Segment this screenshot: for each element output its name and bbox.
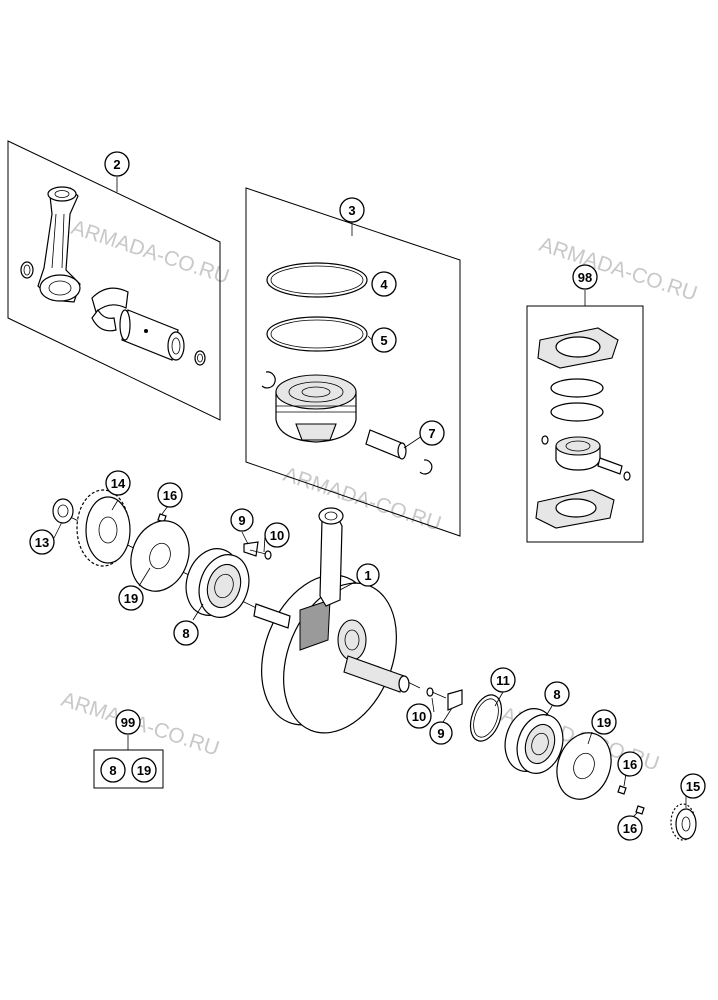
callout-98[interactable]: 98 — [572, 264, 598, 290]
svg-text:11: 11 — [496, 673, 510, 688]
callout-4[interactable]: 4 — [371, 271, 397, 297]
piston-drawing — [555, 436, 601, 471]
callout-16[interactable]: 16 — [617, 751, 643, 777]
plate-drawing — [447, 689, 463, 711]
svg-text:14: 14 — [111, 476, 126, 491]
kit-99-box — [93, 749, 164, 789]
callout-3[interactable]: 3 — [339, 197, 365, 223]
shim-drawing — [130, 520, 190, 592]
callout-19[interactable]: 19 — [131, 757, 157, 783]
piston-pin-drawing — [365, 429, 407, 460]
screw-drawing — [249, 549, 272, 560]
callout-13[interactable]: 13 — [29, 529, 55, 555]
watermark-text: ARMADA-CO.RU — [68, 216, 232, 289]
piston-ring-drawing — [266, 316, 368, 352]
circlip-drawing — [261, 371, 276, 389]
svg-text:3: 3 — [348, 203, 355, 218]
svg-text:5: 5 — [380, 333, 387, 348]
base-gasket-drawing — [535, 489, 615, 529]
piston-ring-drawing — [550, 378, 604, 398]
svg-text:2: 2 — [113, 157, 120, 172]
conrod-kit-panel — [7, 140, 221, 421]
right-side-parts — [426, 687, 697, 841]
svg-text:10: 10 — [270, 528, 284, 543]
watermark-text: ARMADA-CO.RU — [536, 233, 700, 306]
callout-99[interactable]: 99 — [115, 709, 141, 735]
callout-1[interactable]: 1 — [356, 563, 380, 587]
gear-drawing — [76, 489, 131, 567]
piston-ring-drawing — [550, 402, 604, 422]
callout-16[interactable]: 16 — [157, 482, 183, 508]
circlip-drawing — [623, 471, 631, 481]
bearing-shell-drawing — [91, 287, 129, 314]
crankshaft-drawing — [59, 507, 421, 734]
head-gasket-drawing — [537, 327, 619, 369]
callout-9[interactable]: 9 — [230, 508, 254, 532]
svg-text:19: 19 — [597, 715, 611, 730]
piston-kit-panel — [245, 187, 461, 537]
bearing-drawing — [504, 708, 564, 774]
svg-text:98: 98 — [578, 270, 592, 285]
circlip-drawing — [20, 261, 34, 279]
callout-19[interactable]: 19 — [118, 585, 144, 611]
svg-text:16: 16 — [623, 757, 637, 772]
circlip-drawing — [194, 350, 206, 366]
svg-text:13: 13 — [35, 535, 49, 550]
svg-text:9: 9 — [238, 513, 245, 528]
svg-text:9: 9 — [437, 726, 444, 741]
callout-8[interactable]: 8 — [100, 757, 126, 783]
svg-text:8: 8 — [109, 763, 116, 778]
svg-text:16: 16 — [163, 488, 177, 503]
svg-text:8: 8 — [182, 626, 189, 641]
left-side-parts — [52, 489, 272, 618]
callout-10[interactable]: 10 — [406, 703, 432, 729]
callout-11[interactable]: 11 — [490, 667, 516, 693]
callout-19[interactable]: 19 — [591, 709, 617, 735]
callout-7[interactable]: 7 — [419, 420, 445, 446]
piston-pin-drawing — [119, 309, 185, 361]
svg-text:16: 16 — [623, 821, 637, 836]
screw-drawing — [426, 687, 447, 699]
svg-text:19: 19 — [124, 591, 138, 606]
gear-drawing — [670, 803, 697, 841]
svg-text:10: 10 — [412, 709, 426, 724]
svg-text:15: 15 — [686, 779, 700, 794]
callout-2[interactable]: 2 — [104, 151, 130, 177]
piston-pin-drawing — [597, 457, 623, 475]
cylinder-kit-panel — [526, 290, 644, 543]
callouts: 1 2 3 4 5 7 98 14 16 13 9 10 19 8 11 8 1… — [29, 151, 706, 841]
svg-text:8: 8 — [553, 687, 560, 702]
callout-8[interactable]: 8 — [544, 681, 570, 707]
callout-9[interactable]: 9 — [429, 721, 453, 745]
svg-text:99: 99 — [121, 715, 135, 730]
circlip-drawing — [541, 435, 549, 445]
plate-drawing — [243, 541, 259, 557]
svg-text:4: 4 — [380, 277, 388, 292]
svg-text:19: 19 — [137, 763, 151, 778]
conrod-drawing — [37, 186, 81, 303]
svg-text:1: 1 — [364, 568, 371, 583]
callout-14[interactable]: 14 — [105, 470, 131, 496]
bearing-drawing — [185, 548, 250, 618]
callout-16[interactable]: 16 — [617, 815, 643, 841]
callout-5[interactable]: 5 — [371, 327, 397, 353]
nut-drawing — [52, 498, 74, 524]
callout-10[interactable]: 10 — [264, 522, 290, 548]
circlip-drawing — [419, 459, 433, 475]
shim-drawing — [556, 732, 612, 800]
callout-15[interactable]: 15 — [680, 773, 706, 799]
svg-text:7: 7 — [428, 426, 435, 441]
piston-ring-drawing — [266, 262, 368, 298]
callout-8[interactable]: 8 — [173, 620, 199, 646]
oring-drawing — [469, 694, 503, 742]
watermark-text: ARMADA-CO.RU — [280, 463, 444, 536]
piston-drawing — [275, 374, 357, 443]
key-drawing — [617, 785, 627, 795]
